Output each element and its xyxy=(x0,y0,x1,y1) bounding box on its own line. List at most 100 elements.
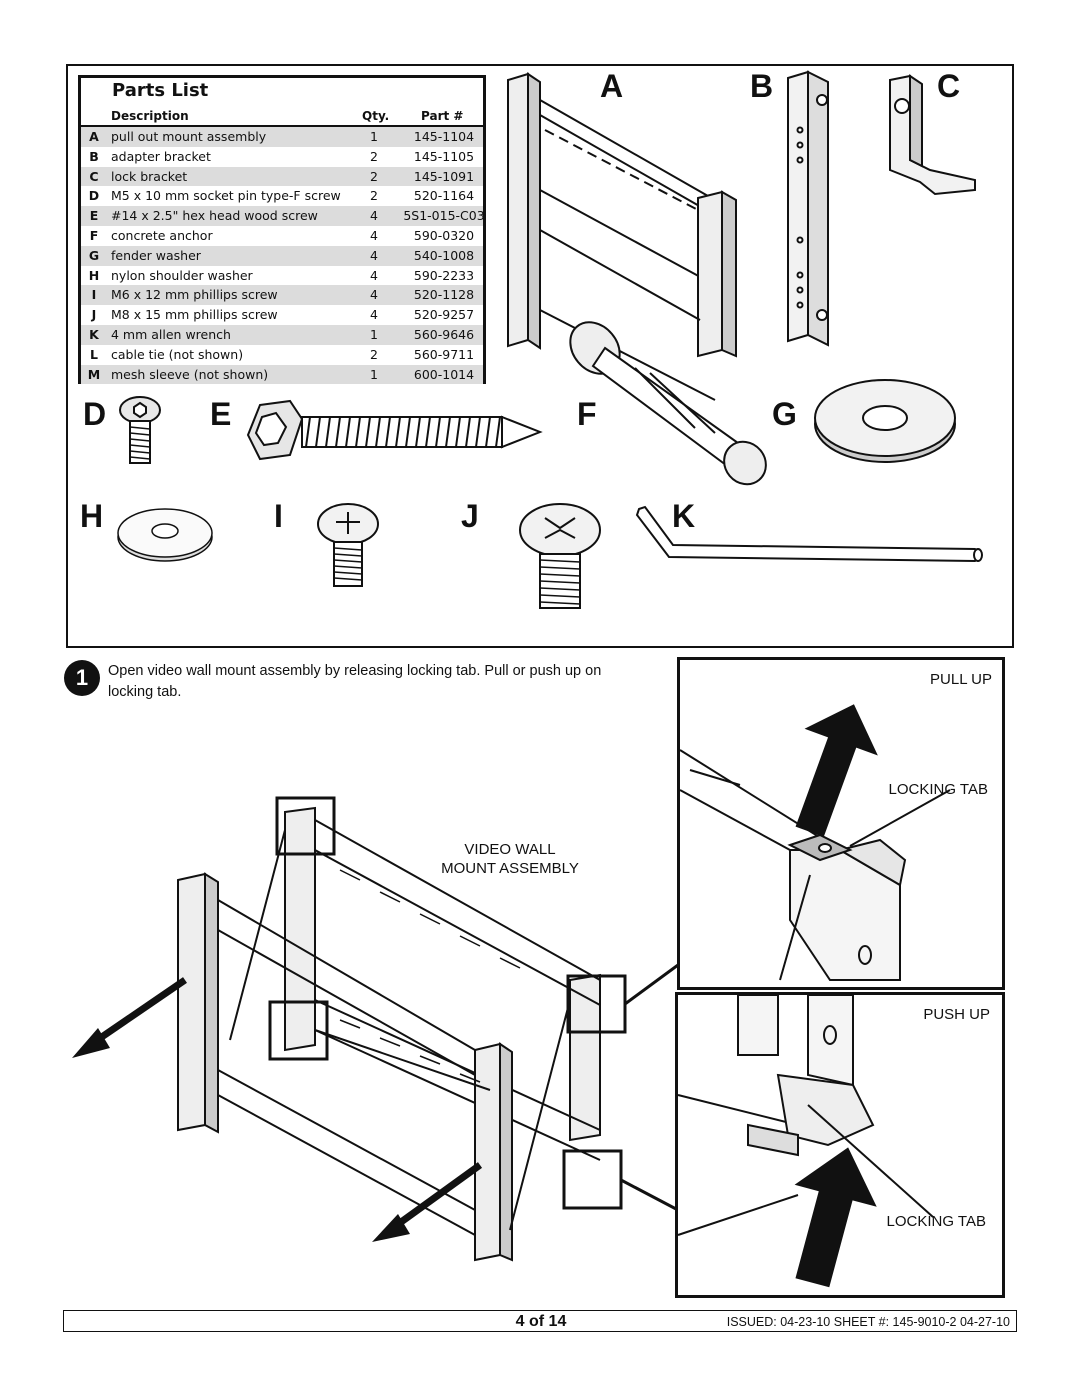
part-number: 5S1-015-C03 xyxy=(403,208,485,224)
pull-up-label: PULL UP xyxy=(930,671,992,688)
part-qty: 1 xyxy=(370,327,378,342)
step-instruction-text: Open video wall mount assembly by releas… xyxy=(108,663,602,700)
video-wall-mount-assembly-diagram xyxy=(72,796,679,1262)
part-label-a: A xyxy=(600,68,624,104)
part-number: 520-1164 xyxy=(413,188,475,204)
part-description: cable tie (not shown) xyxy=(111,346,244,362)
part-letter: B xyxy=(89,148,99,164)
concrete-anchor-illustration xyxy=(569,321,767,486)
part-qty: 4 xyxy=(370,228,378,243)
phillips-screw-m6-illustration xyxy=(317,503,379,587)
wood-screw-illustration xyxy=(246,399,543,461)
part-letter: G xyxy=(88,247,100,263)
assembly-label-line2: MOUNT ASSEMBLY xyxy=(441,860,579,877)
part-number: 520-1128 xyxy=(413,287,475,303)
parts-row: D M5 x 10 mm socket pin type-F screw 2 520-… xyxy=(81,186,483,206)
part-letter: J xyxy=(91,307,97,323)
part-letter: D xyxy=(88,188,100,204)
part-qty: 4 xyxy=(370,287,378,303)
part-label-f: F xyxy=(577,396,597,432)
part-number: 145-1104 xyxy=(413,129,475,144)
lock-bracket-illustration xyxy=(889,74,976,196)
pull-up-detail-illustration xyxy=(679,704,951,981)
parts-row: K 4 mm allen wrench 1 560-9646 xyxy=(81,325,483,345)
parts-panel xyxy=(66,64,1014,648)
part-number: 600-1014 xyxy=(413,366,475,382)
part-description: lock bracket xyxy=(111,168,188,184)
part-qty: 4 xyxy=(370,267,378,283)
part-label-k: K xyxy=(672,498,696,534)
push-up-label: PUSH UP xyxy=(923,1006,990,1023)
description-header: Description xyxy=(111,109,189,123)
part-description: M8 x 15 mm phillips screw xyxy=(111,307,278,323)
part-qty: 1 xyxy=(370,366,378,382)
part-letter: L xyxy=(90,346,98,362)
part-letter: C xyxy=(89,168,99,184)
socket-screw-illustration xyxy=(119,396,161,464)
page-number: 4 of 14 xyxy=(515,1313,567,1330)
part-qty: 4 xyxy=(370,208,378,224)
nylon-washer-illustration xyxy=(117,508,213,562)
pull-out-mount-illustration xyxy=(507,72,737,401)
part-letter: I xyxy=(91,287,97,303)
part-number: 145-1105 xyxy=(413,148,475,164)
part-label-g: G xyxy=(772,396,797,432)
parts-row: I M6 x 12 mm phillips screw 4 520-1128 xyxy=(81,285,483,306)
part-letter: H xyxy=(88,267,100,283)
part-letter: A xyxy=(89,129,99,144)
part-label-i: I xyxy=(274,498,283,534)
part-number: 540-1008 xyxy=(413,247,475,263)
push-up-detail-illustration xyxy=(677,994,934,1288)
push-up-locking-tab-callout: LOCKING TAB xyxy=(886,1213,986,1230)
part-letter: K xyxy=(89,327,99,342)
phillips-screw-m8-illustration xyxy=(519,503,601,609)
allen-wrench-illustration xyxy=(635,505,983,563)
part-qty: 2 xyxy=(370,188,378,204)
part-description: mesh sleeve (not shown) xyxy=(111,366,269,382)
part-qty: 1 xyxy=(370,129,378,144)
part-description: adapter bracket xyxy=(111,148,211,164)
part-description: pull out mount assembly xyxy=(111,129,267,144)
pull-up-locking-tab-callout: LOCKING TAB xyxy=(888,781,988,798)
part-qty: 2 xyxy=(370,346,378,362)
part-label-c: C xyxy=(937,68,961,104)
part-label-b: B xyxy=(750,68,774,104)
part-label-j: J xyxy=(461,498,479,534)
qty-header: Qty. xyxy=(362,109,390,123)
part-letter: F xyxy=(89,228,99,243)
part-number: 560-9711 xyxy=(413,346,475,362)
part-letter: M xyxy=(87,366,101,382)
part-label-h: H xyxy=(80,498,104,534)
part-qty: 2 xyxy=(370,148,378,164)
part-description: nylon shoulder washer xyxy=(111,267,253,283)
part-description: concrete anchor xyxy=(111,228,213,243)
page-footer: 4 of 14 ISSUED: 04-23-10 SHEET #: 145-90… xyxy=(63,1310,1017,1332)
part-qty: 4 xyxy=(370,307,378,323)
part-description: fender washer xyxy=(111,247,201,263)
part-label-d: D xyxy=(83,396,107,432)
part-qty: 4 xyxy=(370,247,378,263)
part-description: #14 x 2.5" hex head wood screw xyxy=(111,208,318,224)
part-label-e: E xyxy=(210,396,232,432)
part-number: 560-9646 xyxy=(413,327,475,342)
pull-up-detail-panel: PULL UP LOCKING TAB xyxy=(677,657,1005,990)
part-description: M6 x 12 mm phillips screw xyxy=(111,287,278,303)
push-up-detail-panel: PUSH UP LOCKING TAB xyxy=(675,992,1005,1298)
adapter-bracket-illustration xyxy=(787,70,829,347)
part-description: 4 mm allen wrench xyxy=(111,327,231,342)
part-qty: 2 xyxy=(370,168,378,184)
assembly-label-line1: VIDEO WALL xyxy=(464,841,556,858)
part-description: M5 x 10 mm socket pin type-F screw xyxy=(111,188,341,204)
step-number-badge: 1 xyxy=(64,660,100,696)
issued-sheet-info: ISSUED: 04-23-10 SHEET #: 145-9010-2 04-… xyxy=(726,1315,1010,1329)
